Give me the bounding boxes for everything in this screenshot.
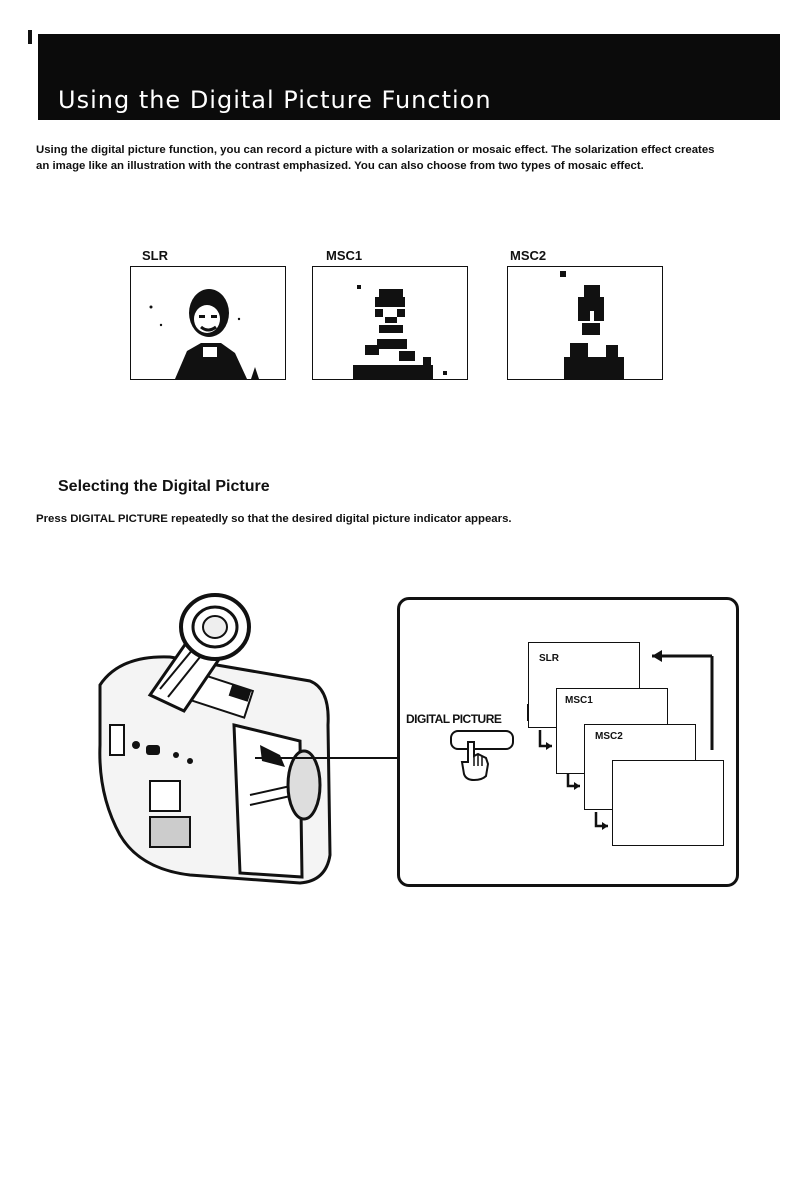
leader-line	[255, 757, 398, 759]
sample-label-msc1: MSC1	[326, 248, 363, 263]
sample-image-slr	[130, 266, 286, 380]
sample-image-msc1	[312, 266, 468, 380]
sample-label-slr: SLR	[142, 248, 168, 263]
digital-picture-button[interactable]	[450, 730, 514, 750]
corner-mark	[28, 30, 32, 44]
page-title: Using the Digital Picture Function	[58, 86, 492, 114]
pressing-finger-icon	[458, 740, 492, 782]
sample-image-msc2	[507, 266, 663, 380]
indicator-label-slr: SLR	[539, 653, 559, 664]
title-bar: Using the Digital Picture Function	[38, 34, 780, 120]
sample-label-msc2: MSC2	[510, 248, 547, 263]
indicator-diagram-panel: DIGITAL PICTURE SLR MSC1 MSC2	[397, 597, 739, 887]
camcorder-illustration	[80, 585, 400, 890]
indicator-card-off	[612, 760, 724, 846]
indicator-label-msc1: MSC1	[565, 695, 593, 706]
instruction-text: Press DIGITAL PICTURE repeatedly so that…	[36, 513, 512, 525]
digital-picture-button-label: DIGITAL PICTURE	[406, 712, 502, 726]
section-heading: Selecting the Digital Picture	[58, 478, 270, 495]
intro-paragraph: Using the digital picture function, you …	[36, 144, 715, 172]
indicator-label-msc2: MSC2	[595, 731, 623, 742]
